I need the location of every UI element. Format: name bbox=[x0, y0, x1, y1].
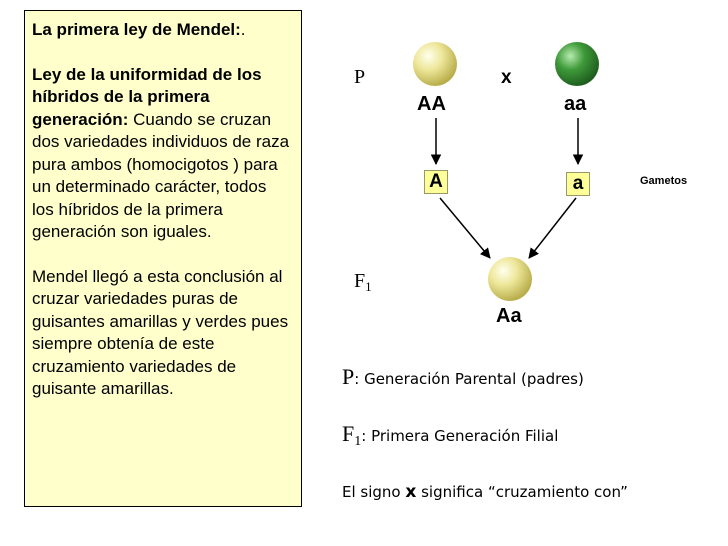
legend-sign-pre: El signo bbox=[342, 483, 406, 501]
parent2-genotype: aa bbox=[564, 93, 587, 115]
gamete-A-box: A bbox=[424, 170, 448, 194]
yellow-pea-parent bbox=[413, 42, 457, 86]
parent1-genotype: AA bbox=[417, 93, 446, 115]
legend-sign-x: x bbox=[405, 482, 417, 502]
cross-symbol: x bbox=[501, 67, 512, 88]
law-text: Cuando se cruzan dos variedades individu… bbox=[32, 109, 290, 242]
arrow-gamete1-offspring bbox=[439, 197, 491, 259]
box-title: La primera ley de Mendel:. bbox=[32, 19, 291, 42]
legend-p-symbol: P bbox=[342, 364, 355, 389]
yellow-pea-offspring bbox=[488, 257, 532, 301]
legend-sign-post: significa “cruzamiento con” bbox=[416, 483, 628, 501]
legend-f-symbol: F bbox=[342, 421, 355, 446]
green-pea-parent bbox=[555, 42, 599, 86]
legend-p-text: : Generación Parental (padres) bbox=[354, 370, 584, 388]
legend-parental: P: Generación Parental (padres) bbox=[342, 364, 584, 390]
gamete-a-box: a bbox=[566, 172, 590, 196]
conclusion-paragraph: Mendel llegó a esta conclusión al cruzar… bbox=[32, 266, 289, 399]
title-bold: La primera ley de Mendel: bbox=[32, 20, 241, 39]
title-end: . bbox=[240, 20, 246, 39]
legend-f-text: : Primera Generación Filial bbox=[361, 427, 559, 445]
legend-cross-sign: El signo x significa “cruzamiento con” bbox=[342, 482, 628, 502]
f1-subscript: 1 bbox=[365, 279, 372, 294]
f1-letter: F bbox=[354, 270, 366, 292]
legend-filial: F1: Primera Generación Filial bbox=[342, 421, 558, 450]
arrow-gamete2-offspring bbox=[528, 197, 577, 259]
f1-label: F1 bbox=[354, 270, 372, 295]
law-paragraph: Ley de la uniformidad de los híbridos de… bbox=[32, 64, 291, 244]
p-label: P bbox=[354, 66, 366, 88]
explanation-box: La primera ley de Mendel:. Ley de la uni… bbox=[24, 10, 302, 507]
law-name: Ley de la uniformidad de los híbridos de… bbox=[32, 64, 262, 129]
offspring-genotype: Aa bbox=[496, 305, 522, 327]
gametes-label: Gametos bbox=[640, 175, 688, 187]
legend-f-subscript: 1 bbox=[354, 434, 362, 449]
